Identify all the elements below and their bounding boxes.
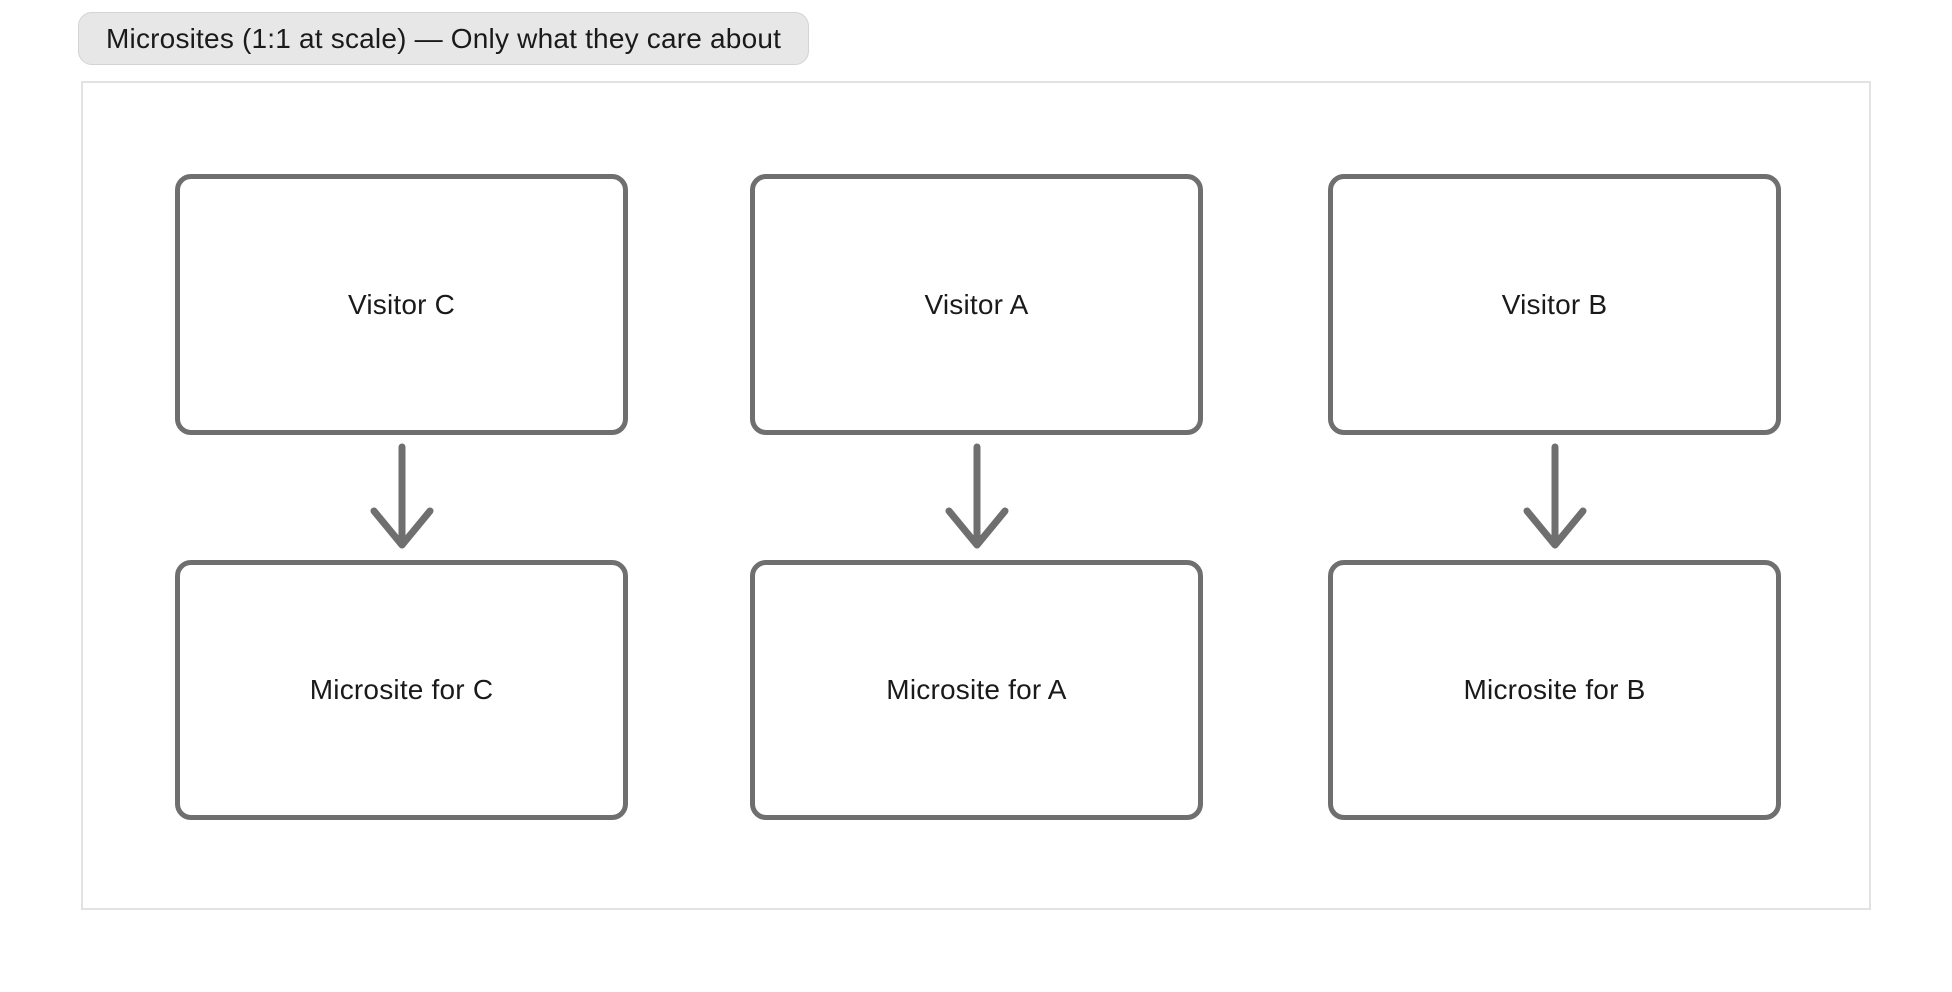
node-label: Microsite for C: [309, 674, 494, 705]
visitor-node: Visitor C: [175, 174, 628, 435]
microsite-node: Microsite for C: [175, 560, 628, 820]
visitor-node: Visitor A: [750, 174, 1203, 435]
flow-column-c: Visitor C Microsite for C: [175, 174, 628, 820]
flow-column-a: Visitor A Microsite for A: [750, 174, 1203, 820]
node-label: Visitor B: [1501, 288, 1608, 320]
down-arrow-icon: [1519, 435, 1591, 560]
figure-title-badge: Microsites (1:1 at scale) — Only what th…: [78, 12, 810, 65]
down-arrow-icon: [941, 435, 1013, 560]
microsite-node: Microsite for B: [1328, 560, 1781, 820]
flow-column-b: Visitor B Microsite for B: [1328, 174, 1781, 820]
node-label: Microsite for A: [886, 674, 1067, 705]
node-label: Microsite for B: [1463, 674, 1646, 705]
node-label: Visitor A: [924, 288, 1029, 320]
microsite-node: Microsite for A: [750, 560, 1203, 820]
visitor-node: Visitor B: [1328, 174, 1781, 435]
node-label: Visitor C: [347, 288, 456, 320]
down-arrow-icon: [366, 435, 438, 560]
diagram-canvas: Visitor C Microsite for C Visitor A Micr…: [81, 81, 1871, 910]
